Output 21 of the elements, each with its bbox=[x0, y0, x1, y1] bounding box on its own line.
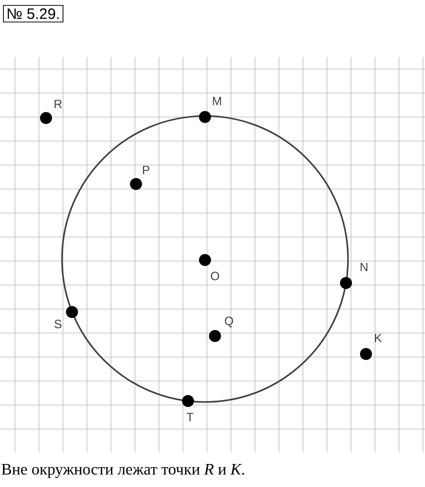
node-label: Q bbox=[224, 316, 234, 328]
node-label: N bbox=[360, 262, 368, 272]
labeled-point: K bbox=[360, 334, 382, 360]
circle bbox=[61, 115, 349, 403]
caption: Вне окружности лежат точки R и K. bbox=[2, 464, 244, 478]
node-label: R bbox=[54, 100, 62, 108]
labeled-point: P bbox=[130, 166, 150, 190]
node-label: T bbox=[186, 412, 194, 422]
exercise-number: № 5.29. bbox=[3, 5, 64, 22]
labeled-point: T bbox=[182, 395, 194, 422]
labeled-point: R bbox=[40, 100, 62, 124]
node-label: K bbox=[374, 334, 382, 342]
labeled-point: Q bbox=[209, 316, 234, 342]
labeled-point: M bbox=[199, 96, 221, 123]
labeled-point: N bbox=[340, 262, 368, 289]
node-label: O bbox=[210, 272, 220, 280]
node-label: S bbox=[54, 320, 62, 328]
labeled-point: O bbox=[199, 254, 220, 280]
labeled-point: S bbox=[54, 306, 78, 328]
node-label: P bbox=[142, 166, 150, 174]
node-label: M bbox=[212, 96, 221, 106]
